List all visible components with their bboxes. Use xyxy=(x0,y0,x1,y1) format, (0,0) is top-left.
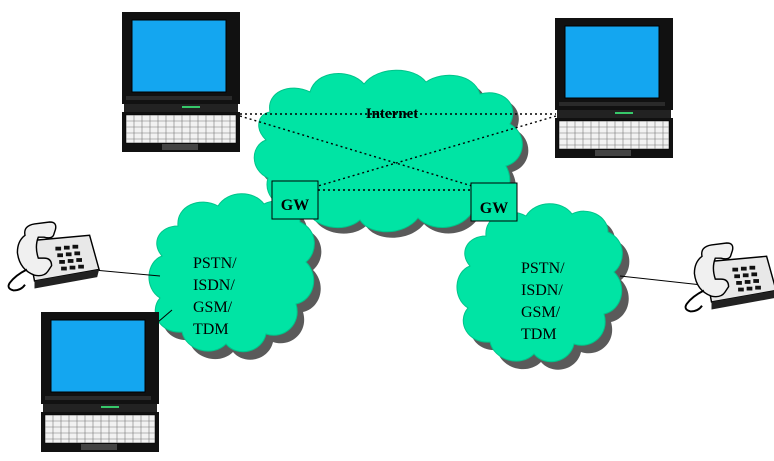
left-network-line-2: ISDN/ xyxy=(193,277,235,294)
internet-label: Internet xyxy=(366,106,419,122)
left-network-line-1: PSTN/ xyxy=(193,255,237,272)
link-right-phone xyxy=(619,275,703,286)
gateway-right-label: GW xyxy=(480,200,508,217)
left-network-line-4: TDM xyxy=(193,321,229,338)
left-network-cloud xyxy=(148,193,322,360)
phone-left-icon xyxy=(7,221,101,292)
link-left-laptop xyxy=(157,309,173,323)
right-network-line-1: PSTN/ xyxy=(521,260,565,277)
right-network-label: PSTN/ ISDN/ GSM/ TDM xyxy=(521,260,565,343)
internet-cloud xyxy=(253,69,529,238)
phone-right-icon xyxy=(684,242,774,313)
link-laptop-to-right-gw xyxy=(239,115,473,187)
laptop-top-right-icon xyxy=(554,17,674,159)
right-network-line-3: GSM/ xyxy=(521,304,561,321)
dotted-connections xyxy=(239,113,557,191)
link-laptop-to-left-gw xyxy=(317,115,557,187)
gateway-right: GW xyxy=(470,182,518,222)
laptop-bottom-left-icon xyxy=(40,311,160,453)
left-network-line-3: GSM/ xyxy=(193,299,233,316)
laptop-top-left-icon xyxy=(121,11,241,153)
right-network-line-4: TDM xyxy=(521,326,557,343)
left-network-label: PSTN/ ISDN/ GSM/ TDM xyxy=(193,255,237,338)
link-left-phone xyxy=(93,269,161,277)
gateway-left: GW xyxy=(271,180,319,220)
right-network-line-2: ISDN/ xyxy=(521,282,563,299)
right-network-cloud xyxy=(456,203,630,370)
gateway-left-label: GW xyxy=(281,197,309,214)
phone-links xyxy=(93,269,703,323)
